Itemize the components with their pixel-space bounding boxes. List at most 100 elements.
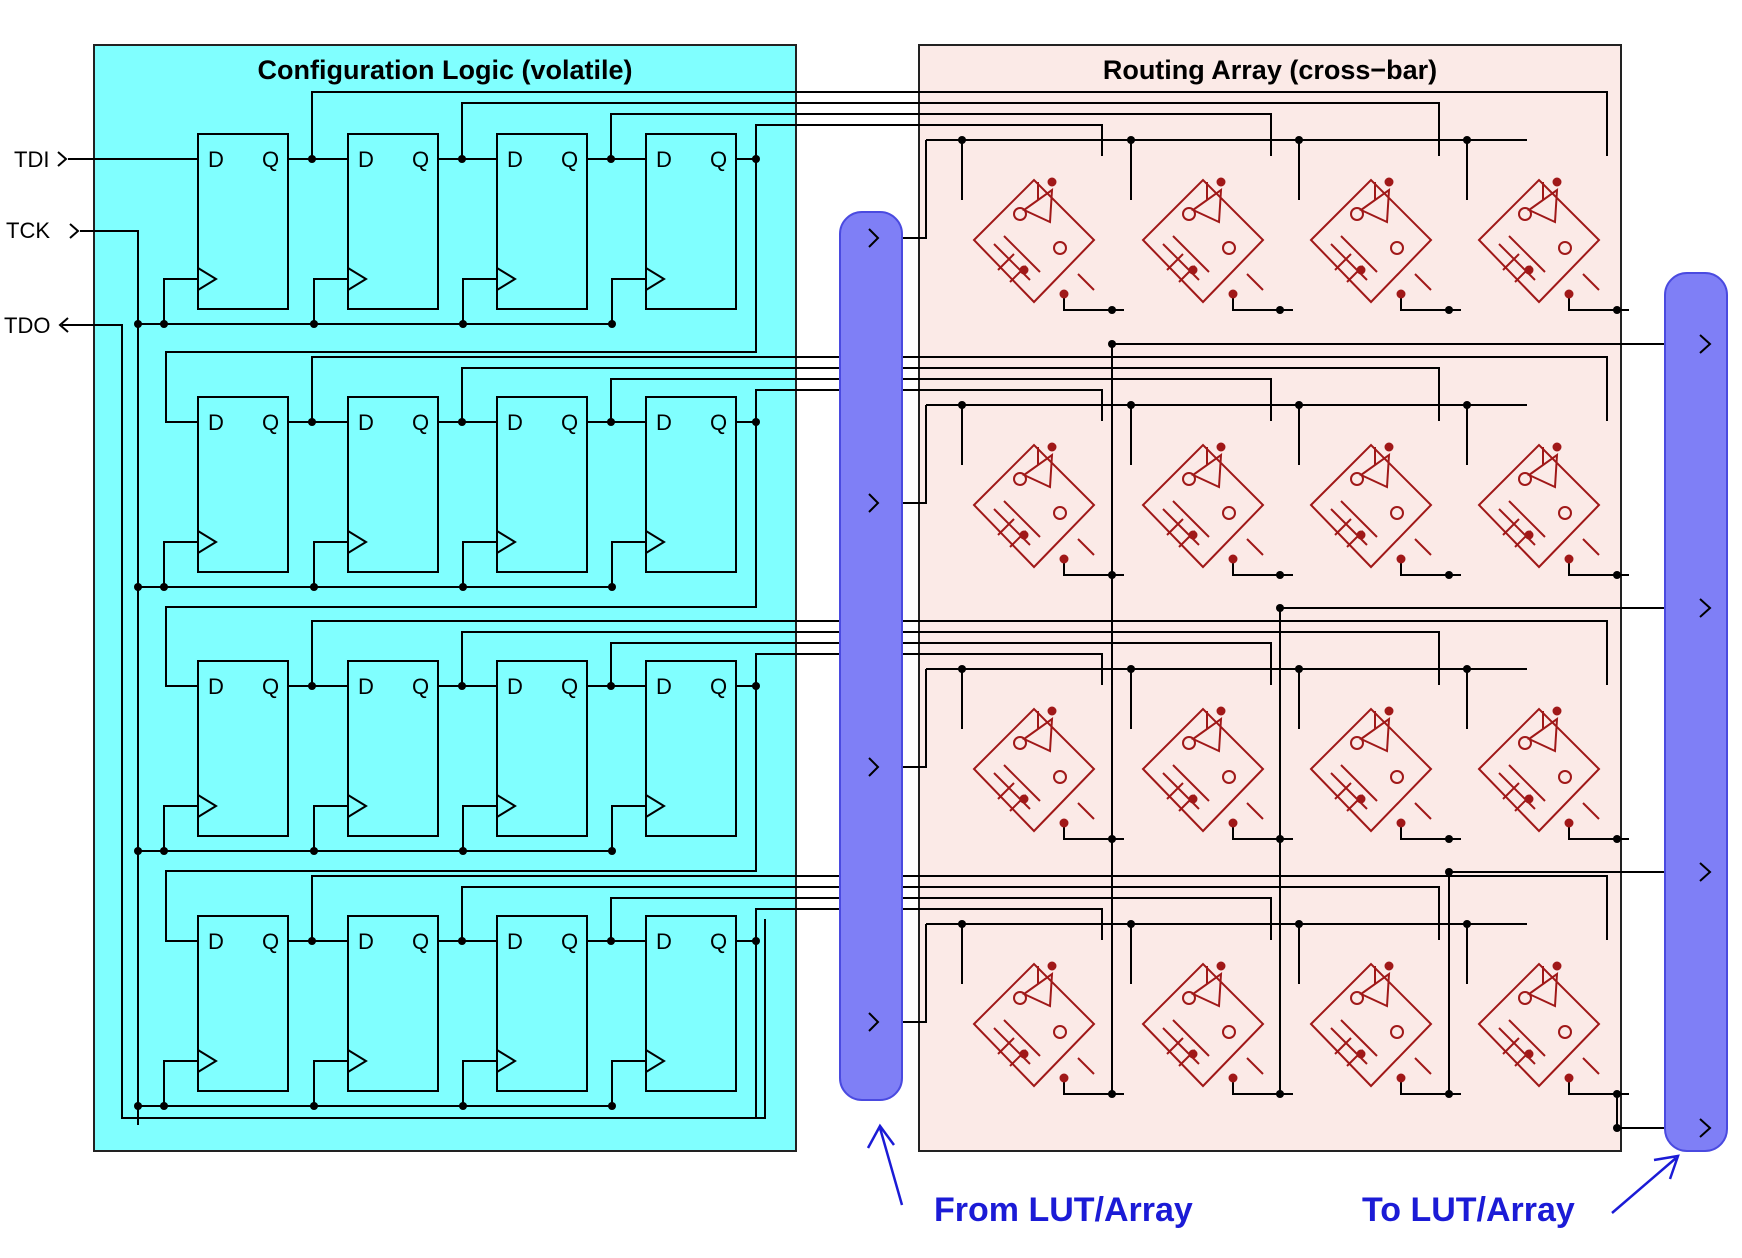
d-pin-label: D <box>656 410 672 435</box>
config-bit-wire <box>311 356 1608 422</box>
inverter-bubble-icon <box>1182 207 1196 221</box>
inverter-bubble-icon <box>1182 736 1196 750</box>
config-bit-wire <box>311 875 1608 941</box>
input-arrow-icon <box>868 228 880 248</box>
junction-dot <box>752 937 760 945</box>
pass-gate-lines <box>1498 182 1600 291</box>
junction-dot <box>134 1102 142 1110</box>
junction-dot <box>608 847 616 855</box>
d-pin-label: D <box>358 147 374 172</box>
cell-node-dot <box>1059 818 1069 828</box>
junction-dot <box>607 155 615 163</box>
cell-diamond-outline <box>1141 707 1265 833</box>
d-pin-label: D <box>208 410 224 435</box>
flipflop-box <box>197 660 289 837</box>
inverter-bubble-icon <box>1182 472 1196 486</box>
flipflop-box <box>496 396 588 573</box>
from-lut-caption: From LUT/Array <box>934 1191 1193 1229</box>
d-pin-label: D <box>507 674 523 699</box>
clock-stub-wire <box>611 541 646 587</box>
pass-gate-lines <box>993 966 1095 1075</box>
clock-triangle-icon <box>496 1049 517 1073</box>
junction-dot <box>308 155 316 163</box>
junction-dot <box>310 320 318 328</box>
junction-dot <box>1445 571 1453 579</box>
flipflop-box <box>496 133 588 310</box>
cell-node-dot <box>1047 177 1057 187</box>
d-pin-label: D <box>208 674 224 699</box>
flipflop-box <box>347 396 439 573</box>
junction-dot <box>134 847 142 855</box>
q-pin-label: Q <box>710 410 727 435</box>
wiring-layer <box>62 91 1710 1129</box>
tdo-arrow-icon <box>58 317 69 333</box>
d-pin-label: D <box>208 929 224 954</box>
cell-node-dot <box>1059 289 1069 299</box>
clock-triangle-icon <box>496 530 517 554</box>
inverter-bubble-icon <box>1013 207 1027 221</box>
flipflop-box <box>347 660 439 837</box>
junction-dot <box>458 155 466 163</box>
d-pin-label: D <box>656 929 672 954</box>
cell-diamond-outline <box>1477 178 1601 304</box>
cell-diamond-outline <box>972 178 1096 304</box>
gate-bubble-icon <box>1053 1025 1067 1039</box>
junction-dot <box>1295 136 1303 144</box>
d-pin-label: D <box>358 674 374 699</box>
crossbar-cell <box>1141 177 1265 304</box>
junction-dot <box>752 682 760 690</box>
pass-gate-lines <box>993 447 1095 556</box>
clock-stub-wire <box>611 805 646 851</box>
junction-dot <box>608 320 616 328</box>
cell-node-dot <box>1552 706 1562 716</box>
junction-dot <box>607 418 615 426</box>
inverter-bubble-icon <box>1350 207 1364 221</box>
config-bit-wire <box>610 378 1272 422</box>
config-bit-wire <box>610 113 1272 159</box>
junction-dot <box>1295 920 1303 928</box>
cell-node-dot <box>1564 818 1574 828</box>
inverter-bubble-icon <box>1182 991 1196 1005</box>
q-pin-label: Q <box>262 674 279 699</box>
cell-diamond-outline <box>1477 443 1601 569</box>
junction-dot <box>752 418 760 426</box>
gate-bubble-icon <box>1222 770 1236 784</box>
cell-node-dot <box>1524 794 1534 804</box>
config-bit-wire <box>461 886 1440 941</box>
cell-node-dot <box>1228 554 1238 564</box>
inverter-bubble-icon <box>1350 472 1364 486</box>
cell-node-dot <box>1019 265 1029 275</box>
cell-diamond-outline <box>1309 707 1433 833</box>
clock-stub-wire <box>163 1060 198 1106</box>
cell-node-dot <box>1552 961 1562 971</box>
cell-node-dot <box>1396 554 1406 564</box>
clock-triangle-icon <box>645 267 666 291</box>
pass-gate-lines <box>1162 711 1264 820</box>
flipflop-box <box>645 915 737 1092</box>
clock-triangle-icon <box>645 530 666 554</box>
cell-node-dot <box>1228 289 1238 299</box>
to-lut-bus <box>1664 272 1728 1152</box>
tdi-port-label: TDI <box>14 147 49 172</box>
junction-dot <box>310 847 318 855</box>
cell-node-dot <box>1019 530 1029 540</box>
junction-dot <box>1276 571 1284 579</box>
q-pin-label: Q <box>561 147 578 172</box>
flipflop-box <box>645 133 737 310</box>
q-pin-label: Q <box>262 410 279 435</box>
junction-dot <box>459 1102 467 1110</box>
cell-node-dot <box>1396 818 1406 828</box>
clock-stub-wire <box>313 1060 348 1106</box>
cell-diamond-outline <box>1141 443 1265 569</box>
row-wrap-wire <box>165 159 757 423</box>
output-arrow-icon <box>1699 334 1712 354</box>
d-pin-label: D <box>656 147 672 172</box>
q-pin-label: Q <box>412 929 429 954</box>
d-pin-label: D <box>507 410 523 435</box>
